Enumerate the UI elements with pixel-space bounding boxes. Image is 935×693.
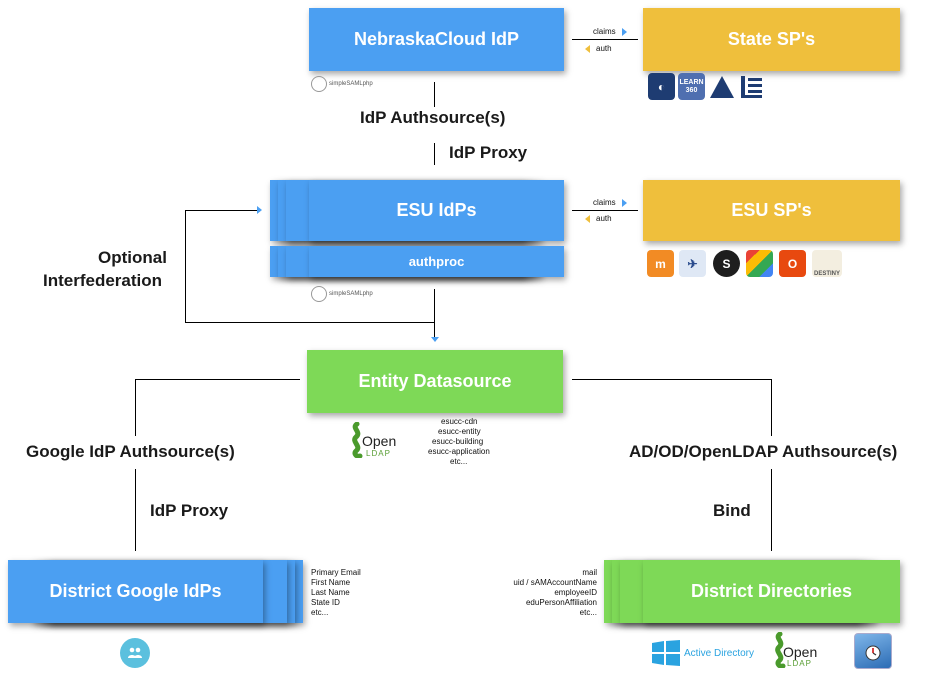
connector-entity-to-left — [135, 379, 300, 380]
destiny-icon: DESTINY — [812, 250, 842, 277]
simplesamlphp-esu-icon — [311, 286, 327, 302]
connector-left-vertical-upper — [135, 379, 136, 436]
state-sps-label: State SP's — [727, 29, 816, 49]
moodle-icon: m — [647, 250, 674, 277]
esu-idps-node: ESU IdPs — [309, 180, 564, 241]
simplesamlphp-logo-esu: simpleSAMLphp — [311, 286, 373, 302]
openldap-worm-dir-icon — [775, 632, 786, 668]
esu-sps-node: ESU SP's — [643, 180, 900, 241]
esu-idps-label: ESU IdPs — [396, 200, 477, 220]
google-authsources-label: Google IdP Authsource(s) — [26, 442, 235, 461]
claims-arrow-right-icon — [622, 28, 627, 36]
stacked-bars-logo-icon — [738, 73, 765, 100]
entity-datasource-label: Entity Datasource — [358, 371, 512, 391]
auth-label-esu: auth — [596, 214, 612, 223]
entity-arrow-down-icon — [431, 337, 439, 342]
nebraskacloud-idp-node: NebraskaCloud IdP — [309, 8, 564, 71]
google-attributes-list: Primary Email First Name Last Name State… — [311, 568, 361, 617]
interfed-left-segment — [185, 210, 186, 322]
openldap-logo-entity: Open LDAP — [348, 422, 398, 462]
openldap-worm-icon — [352, 422, 363, 458]
esu-sps-label: ESU SP's — [731, 200, 812, 220]
connector-left-vertical-lower — [135, 469, 136, 551]
claims-label-top: claims — [593, 27, 616, 36]
auth-esu-arrow-left-icon — [585, 215, 590, 223]
directory-attributes-list: mail uid / sAMAccountName employeeID edu… — [513, 568, 597, 617]
simplesamlphp-logo: simpleSAMLphp — [311, 76, 373, 92]
authproc-label: authproc — [408, 254, 465, 269]
state-sp-app-icon-1: ◐ — [648, 73, 675, 100]
compass-logo-icon: ✈ — [679, 250, 706, 277]
connector-nebraska-to-esu-upper — [434, 82, 435, 107]
office-icon: O — [779, 250, 806, 277]
interfed-arrow-right-icon — [257, 206, 262, 214]
open-directory-icon — [854, 633, 892, 669]
interfederation-label: Interfederation — [43, 271, 163, 290]
district-directories-node: District Directories — [643, 560, 900, 623]
ad-authsources-label: AD/OD/OpenLDAP Authsource(s) — [629, 442, 898, 461]
state-sps-node: State SP's — [643, 8, 900, 71]
openldap-logo-directories: Open LDAP — [771, 632, 826, 672]
claims-label-esu: claims — [593, 198, 616, 207]
idp-proxy-bottom-label: IdP Proxy — [150, 501, 229, 520]
active-directory-logo: Active Directory — [652, 640, 754, 666]
entity-attributes-list: esucc-cdn esucc-entity esucc-building es… — [428, 417, 490, 466]
claims-auth-connector-esu — [572, 210, 638, 211]
google-groups-icon — [120, 638, 150, 668]
authproc-node: authproc — [309, 246, 564, 277]
schoology-icon: S — [713, 250, 740, 277]
auth-label-top: auth — [596, 44, 612, 53]
auth-arrow-left-icon — [585, 45, 590, 53]
district-google-idps-node: District Google IdPs — [8, 560, 263, 623]
connector-right-vertical-lower — [771, 469, 772, 551]
connector-right-vertical-upper — [771, 379, 772, 436]
optional-label: Optional — [98, 248, 167, 267]
interfed-top-segment — [185, 210, 259, 211]
district-google-idps-label: District Google IdPs — [49, 581, 222, 601]
connector-authproc-to-entity — [434, 289, 435, 339]
interfed-bottom-segment — [185, 322, 435, 323]
nebraskacloud-idp-label: NebraskaCloud IdP — [353, 29, 520, 49]
idp-proxy-top-label: IdP Proxy — [449, 143, 528, 162]
triangle-logo-icon — [708, 73, 735, 100]
claims-esu-arrow-right-icon — [622, 199, 627, 207]
windows-icon — [652, 640, 680, 666]
google-classroom-icon — [746, 250, 773, 277]
claims-auth-connector-top — [572, 39, 638, 40]
connector-entity-to-right — [572, 379, 772, 380]
learn360-icon: LEARN 360 — [678, 73, 705, 100]
entity-datasource-node: Entity Datasource — [307, 350, 563, 413]
bind-label: Bind — [713, 501, 751, 520]
idp-authsources-label: IdP Authsource(s) — [360, 108, 506, 127]
connector-nebraska-to-esu-lower — [434, 143, 435, 165]
simplesamlphp-icon — [311, 76, 327, 92]
district-directories-label: District Directories — [690, 581, 853, 601]
